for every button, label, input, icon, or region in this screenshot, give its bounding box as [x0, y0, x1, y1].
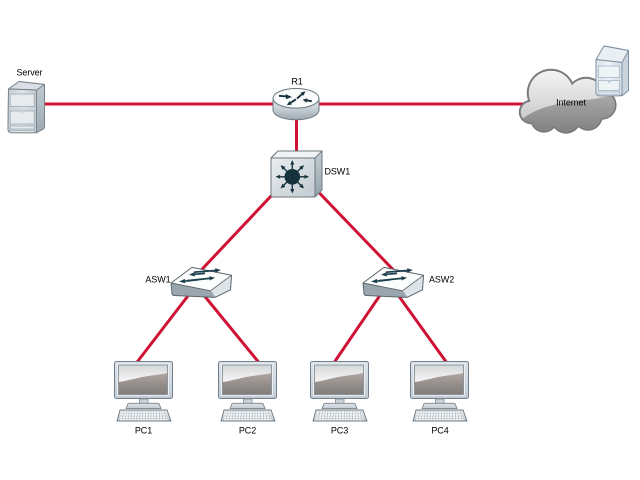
svg-text:PC3: PC3: [331, 425, 348, 435]
svg-text:Internet: Internet: [556, 97, 586, 107]
svg-text:ASW2: ASW2: [429, 274, 454, 284]
svg-text:PC4: PC4: [431, 425, 448, 435]
svg-text:ASW1: ASW1: [145, 274, 170, 284]
svg-text:PC1: PC1: [135, 425, 152, 435]
svg-text:DSW1: DSW1: [325, 166, 351, 176]
svg-text:Server: Server: [17, 67, 43, 77]
svg-text:R1: R1: [291, 76, 302, 86]
svg-text:PC2: PC2: [239, 425, 256, 435]
